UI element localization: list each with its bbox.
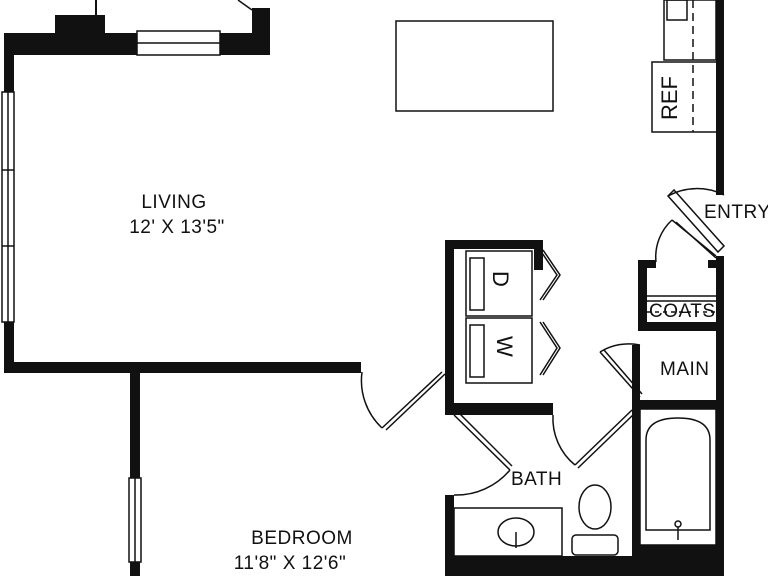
wall-kitchen-right [716, 0, 724, 195]
wall-top-column [252, 8, 270, 48]
refrigerator [651, 61, 719, 133]
hall-door [552, 414, 576, 466]
dryer-label: D [488, 271, 513, 287]
wall-bedroom-left [130, 372, 140, 478]
bathtub [639, 408, 717, 546]
wall-bath-left [445, 495, 454, 576]
coats-label: COATS [649, 301, 716, 322]
wall-left-lower [4, 322, 14, 372]
bedroom-dims: 11'8" X 12'6" [233, 553, 347, 574]
wall-laundry-bottom [445, 403, 553, 415]
wall-left-upper [4, 33, 14, 93]
wall-top-notch [55, 15, 105, 37]
wall-main-left [632, 345, 640, 405]
bedroom-label: BEDROOM [251, 528, 353, 549]
wall-tub-top [632, 400, 724, 409]
wall-bedroom-left-lower [130, 562, 140, 576]
bath-label: BATH [511, 469, 563, 490]
main-closet-door [599, 343, 641, 353]
entry-door [666, 188, 726, 254]
washer [465, 317, 533, 384]
vanity [453, 507, 563, 557]
wall-laundry-left [445, 240, 454, 415]
main-label: MAIN [660, 359, 710, 380]
wall-laundry-right-top [534, 240, 543, 270]
dryer [465, 250, 533, 317]
kitchen-island [395, 20, 554, 112]
wall-bath-bottom [445, 556, 635, 576]
wall-living-bedroom [4, 362, 361, 373]
toilet-tank [571, 534, 619, 556]
wall-coats-top-stub [638, 260, 656, 268]
wall-entry-right [716, 256, 724, 576]
bath-door [453, 414, 511, 471]
wall-laundry-top [445, 240, 543, 249]
living-dims: 12' X 13'5" [129, 217, 225, 238]
wall-top-left [4, 33, 138, 55]
wall-coats-top-stub-right [708, 260, 724, 268]
toilet-bowl [578, 484, 612, 530]
wall-coats-left [638, 260, 647, 330]
wall-tub-bottom [632, 545, 724, 576]
bedroom-door [360, 371, 383, 429]
sink [666, 0, 688, 21]
wall-tub-divider [632, 402, 640, 576]
washer-label: W [492, 336, 517, 357]
refrigerator-label: REF [657, 76, 682, 120]
coats-door [654, 219, 673, 263]
wall-coats-bottom [638, 322, 724, 331]
entry-label: ENTRY [704, 202, 768, 223]
living-label: LIVING [141, 192, 207, 213]
kitchen-counter [663, 0, 717, 61]
